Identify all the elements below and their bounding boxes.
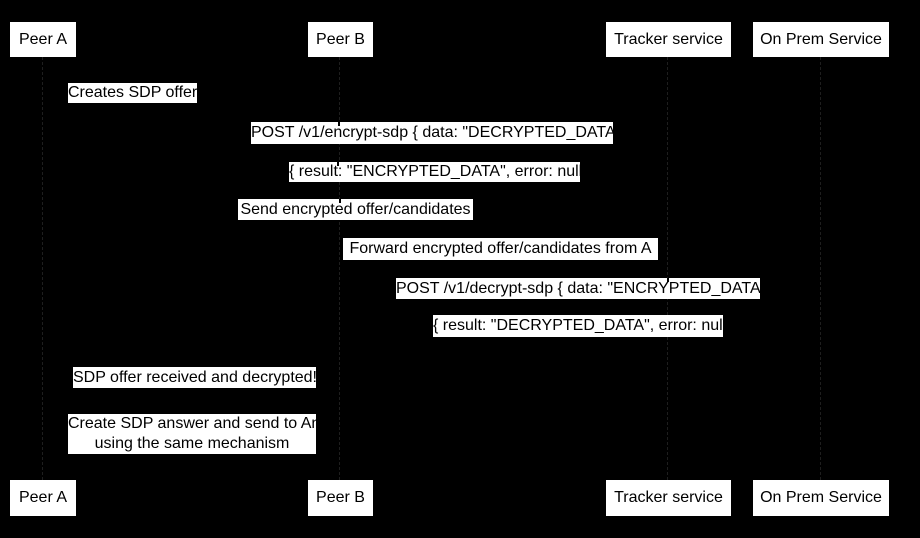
message-decrypt-result: { result: "DECRYPTED_DATA", error: null … bbox=[433, 315, 736, 337]
actor-tracker-service-bottom: Tracker service bbox=[606, 480, 731, 516]
lifeline-dash bbox=[337, 162, 339, 166]
message-create-sdp-answer: Create SDP answer and send to An using t… bbox=[68, 414, 321, 454]
actor-peer-a-top: Peer A bbox=[10, 22, 76, 57]
actor-tracker-service-top: Tracker service bbox=[606, 22, 731, 57]
message-forward-encrypted-offer: Forward encrypted offer/candidates from … bbox=[343, 238, 658, 260]
message-create-sdp-answer-line1: Create SDP answer and send to An bbox=[68, 415, 321, 432]
tracker-service-lifeline bbox=[667, 57, 668, 480]
message-post-encrypt-sdp: POST /v1/encrypt-sdp { data: "DECRYPTED_… bbox=[251, 122, 631, 144]
lifeline-dash bbox=[338, 122, 340, 126]
message-post-decrypt-sdp: POST /v1/decrypt-sdp { data: "ENCRYPTED_… bbox=[396, 278, 777, 299]
lifeline-dash bbox=[339, 199, 341, 203]
message-encrypt-result: { result: "ENCRYPTED_DATA", error: null … bbox=[289, 162, 593, 182]
message-create-sdp-answer-line2: using the same mechanism bbox=[94, 435, 290, 452]
message-sdp-offer-received: SDP offer received and decrypted! bbox=[73, 367, 317, 388]
actor-peer-a-bottom: Peer A bbox=[10, 480, 76, 516]
message-send-encrypted-offer: Send encrypted offer/candidates bbox=[238, 199, 473, 220]
peer-b-lifeline bbox=[339, 57, 340, 480]
lifeline-dash bbox=[667, 278, 669, 282]
actor-peer-b-bottom: Peer B bbox=[308, 480, 373, 516]
on-prem-service-lifeline bbox=[820, 57, 821, 480]
actor-on-prem-service-top: On Prem Service bbox=[753, 22, 889, 57]
peer-a-lifeline bbox=[42, 57, 43, 480]
actor-peer-b-top: Peer B bbox=[308, 22, 373, 57]
actor-on-prem-service-bottom: On Prem Service bbox=[753, 480, 889, 516]
message-creates-sdp-offer: Creates SDP offer bbox=[68, 83, 198, 103]
